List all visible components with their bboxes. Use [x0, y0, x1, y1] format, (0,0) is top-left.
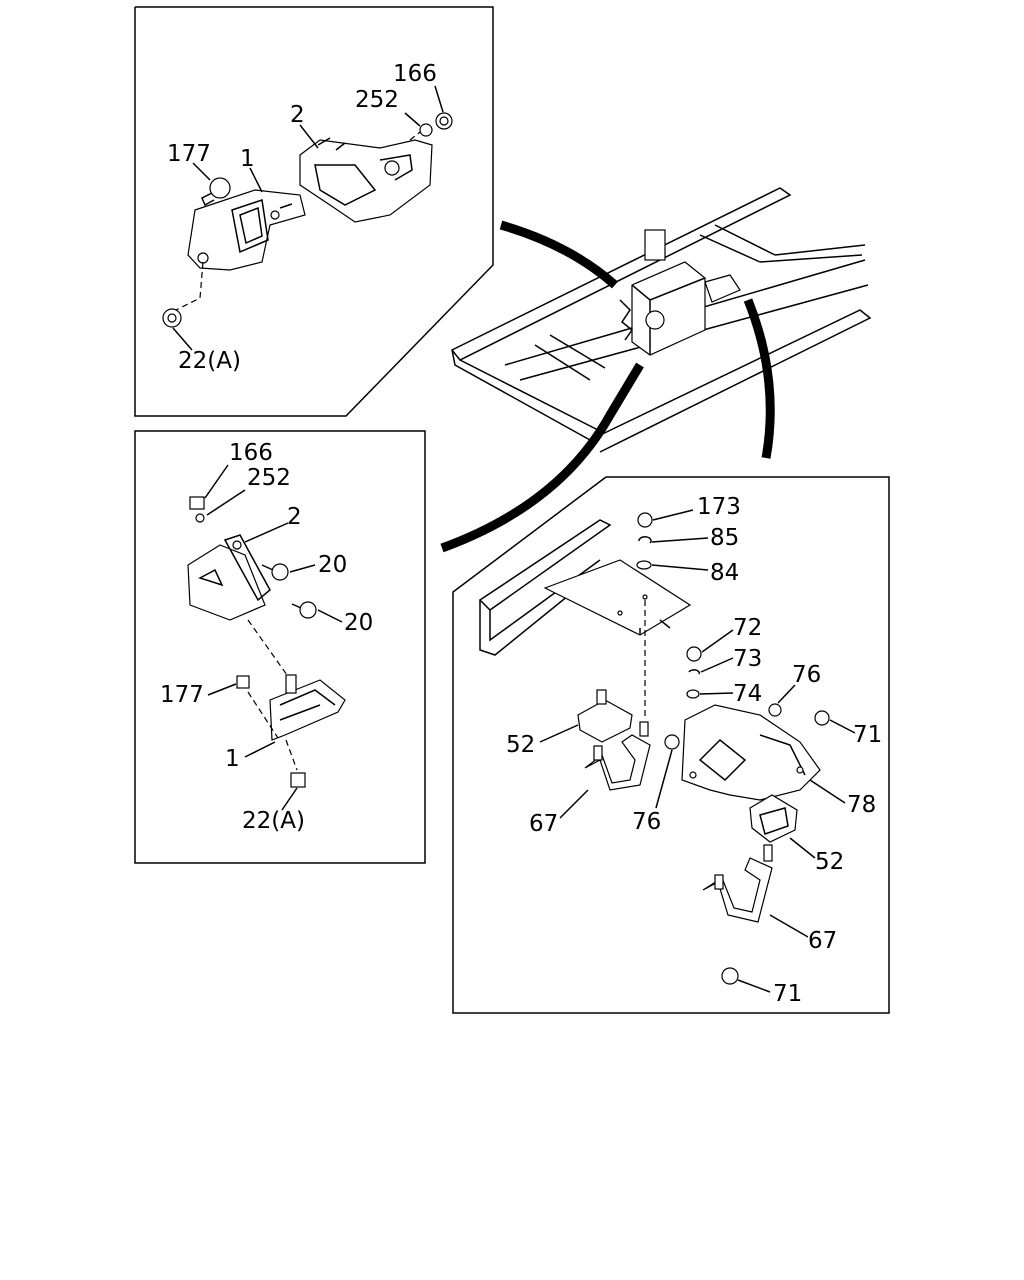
bracket-2-part	[299, 137, 433, 223]
bolt-177-part-b	[236, 675, 250, 689]
nut-166-part-b	[189, 496, 205, 510]
callouts-middle-left: 166 252 2 20 20 177 1 22(A)	[160, 440, 373, 834]
ring-73-part	[688, 669, 700, 675]
bracket-67-part-a	[584, 721, 651, 791]
callout-252: 252	[247, 465, 291, 491]
ring-85-part	[638, 536, 652, 544]
bracket-1-part	[187, 189, 306, 271]
panel-bottom-right	[452, 476, 890, 1014]
crossmember-78-part	[681, 704, 821, 801]
bolt-76-part-b	[664, 734, 680, 750]
leader-lines	[172, 85, 856, 993]
bolt-20-part-a	[261, 563, 289, 581]
nut-22a-part	[162, 308, 182, 328]
callout-52: 52	[506, 732, 535, 758]
mount-52-part-a	[577, 689, 633, 743]
callout-22a: 22(A)	[242, 808, 305, 834]
connector-arc-left	[440, 362, 644, 553]
callout-20: 20	[318, 552, 347, 578]
callout-20: 20	[344, 610, 373, 636]
callout-2: 2	[287, 504, 302, 530]
callout-67: 67	[808, 928, 837, 954]
callout-71: 71	[853, 722, 882, 748]
callout-166: 166	[393, 61, 437, 87]
callout-76: 76	[632, 809, 661, 835]
support-plate-part	[543, 559, 692, 636]
callout-84: 84	[710, 560, 739, 586]
callout-73: 73	[733, 646, 762, 672]
callout-1: 1	[240, 146, 255, 172]
callout-85: 85	[710, 525, 739, 551]
connector-arc-top	[499, 220, 618, 289]
nut-71-part-a	[814, 710, 830, 726]
callout-166: 166	[229, 440, 273, 466]
callouts-bottom-right: 173 85 84 72 73 74 76 71 52 67 76 78 52 …	[506, 494, 882, 1007]
callout-2: 2	[290, 102, 305, 128]
bolt-76-part-a	[768, 703, 782, 717]
callout-78: 78	[847, 792, 876, 818]
mount-52-part-b	[749, 794, 798, 843]
callout-76: 76	[792, 662, 821, 688]
callout-67: 67	[529, 811, 558, 837]
chassis-frame	[450, 187, 872, 453]
callout-74: 74	[733, 681, 762, 707]
transmission-unit	[619, 261, 741, 356]
callout-52: 52	[815, 849, 844, 875]
callout-177: 177	[167, 141, 211, 167]
callout-252: 252	[355, 87, 399, 113]
bolt-177-part	[201, 177, 231, 207]
callout-71: 71	[773, 981, 802, 1007]
callout-173: 173	[697, 494, 741, 520]
callouts-top-left: 166 252 2 177 1 22(A)	[167, 61, 437, 374]
washer-84-part	[636, 560, 652, 570]
nut-173-part	[637, 512, 653, 528]
callout-22a: 22(A)	[178, 348, 241, 374]
nut-22a-part-b	[290, 772, 306, 788]
washer-252-part-b	[195, 513, 205, 523]
callout-1: 1	[225, 746, 240, 772]
nut-72-part	[686, 646, 702, 662]
connector-arc-right	[743, 298, 775, 459]
washer-252-part	[419, 123, 433, 137]
nut-166-part	[435, 112, 453, 130]
bracket-2-part-b	[187, 534, 271, 621]
bolt-20-part-b	[291, 601, 317, 619]
callout-72: 72	[733, 615, 762, 641]
nut-71-part-b	[721, 967, 739, 985]
bracket-1-part-b	[269, 674, 346, 741]
panel-top-left	[134, 6, 494, 417]
washer-74-part	[686, 689, 700, 699]
bracket-67-part-b	[702, 844, 773, 923]
callout-177: 177	[160, 682, 204, 708]
panel-middle-left	[134, 430, 426, 864]
